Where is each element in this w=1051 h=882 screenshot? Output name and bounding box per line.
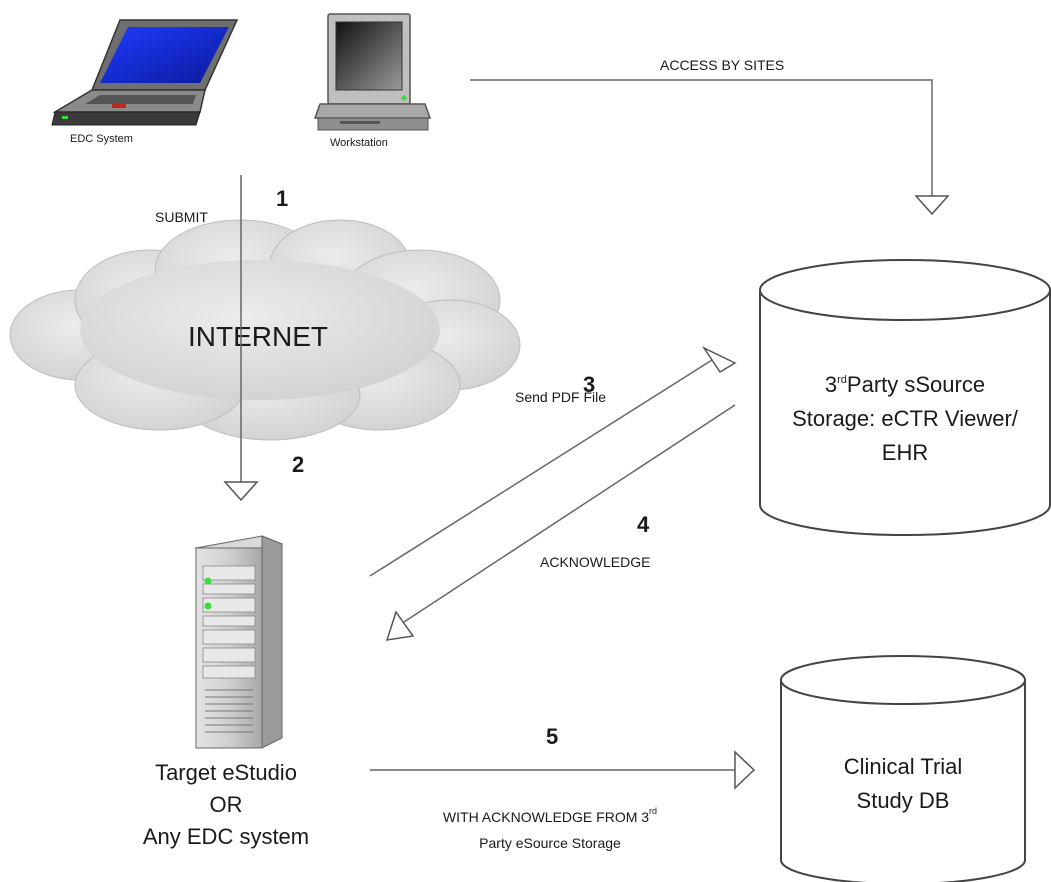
access-label: ACCESS BY SITES (660, 57, 784, 73)
laptop-label: EDC System (70, 133, 133, 145)
step-1-label: 1 (276, 186, 288, 211)
ssource-storage-cylinder (759, 259, 1051, 536)
ssource-storage-label-line-2: Storage: eCTR Viewer/ (792, 406, 1019, 431)
ssource-storage-label-line-1: 3rdParty sSource (825, 372, 985, 397)
send-arrowhead (701, 346, 737, 374)
server-label-line-1: Target eStudio (155, 760, 297, 785)
server-label-line-3: Any EDC system (143, 824, 309, 849)
send-arrow-line (369, 359, 713, 577)
workstation-icon (313, 13, 432, 131)
trial-db-label-line-1: Clinical Trial (844, 754, 963, 779)
trial-db-cylinder (780, 655, 1026, 882)
internet-cloud (9, 219, 521, 441)
server-label-line-2: OR (210, 792, 243, 817)
final-label-sup: rd (649, 806, 657, 816)
access-arrowhead (914, 195, 950, 216)
ssource-storage-sup: rd (837, 374, 847, 386)
final-label-line-2: Party eSource Storage (479, 835, 621, 851)
ack-label: ACKNOWLEDGE (540, 554, 650, 570)
internet-label: INTERNET (188, 321, 328, 352)
step-3-label: 3 (583, 372, 595, 397)
ssource-storage-prefix: 3 (825, 372, 837, 397)
access-arrow-line (470, 79, 933, 196)
step-2-label: 2 (292, 452, 304, 477)
laptop-icon (51, 19, 239, 126)
final-label-main: WITH ACKNOWLEDGE FROM 3 (443, 809, 649, 825)
final-arrowhead (734, 750, 756, 790)
trial-db-label-line-2: Study DB (857, 788, 950, 813)
step-5-label: 5 (546, 724, 558, 749)
ack-arrowhead (385, 610, 415, 641)
submit-arrowhead (223, 481, 259, 502)
step-4-label: 4 (637, 512, 650, 537)
ack-arrow-line (403, 404, 736, 623)
send-label: Send PDF File (515, 389, 606, 405)
submit-label: SUBMIT (155, 209, 208, 225)
ssource-storage-rest: Party sSource (847, 372, 985, 397)
server-icon (194, 535, 284, 749)
workstation-label: Workstation (330, 137, 388, 149)
final-label-line-1: WITH ACKNOWLEDGE FROM 3rd (443, 806, 657, 825)
ssource-storage-label-line-3: EHR (882, 440, 928, 465)
